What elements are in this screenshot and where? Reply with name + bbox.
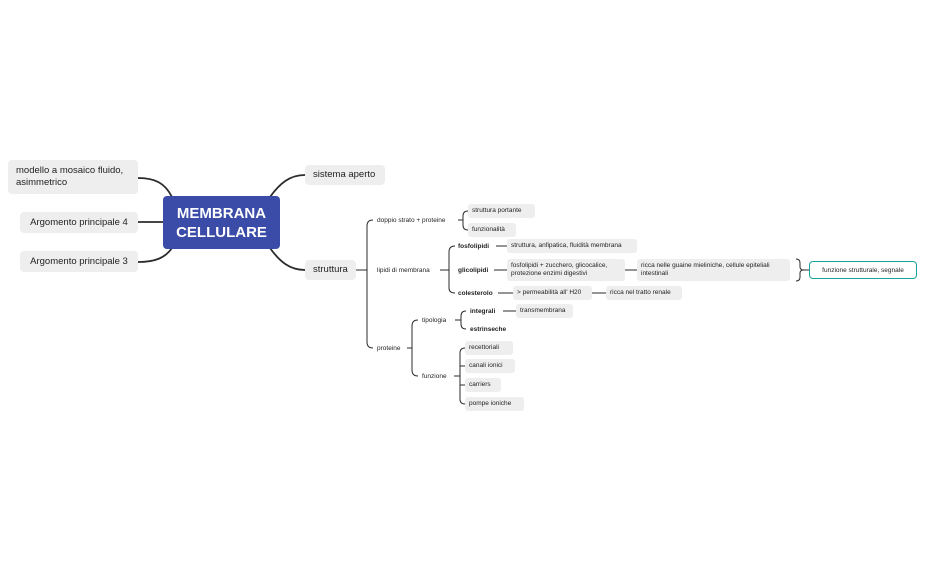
desc-colesterolo[interactable]: > permeabilità all' H20	[513, 286, 592, 300]
link-struttura-bus	[356, 219, 374, 349]
item-canali-ionici[interactable]: canali ionici	[465, 359, 515, 373]
topic-sistema-aperto-label: sistema aperto	[313, 169, 376, 180]
topic-argomento-3-label: Argomento principale 3	[30, 255, 128, 267]
item-carriers-label: carriers	[469, 381, 491, 388]
topic-argomento-4-label: Argomento principale 4	[30, 216, 128, 228]
item-canali-ionici-label: canali ionici	[469, 362, 503, 369]
desc-integrali-label: transmembrana	[520, 307, 566, 314]
item-funzionalita-label: funzionalità	[472, 226, 505, 233]
topic-argomento-3[interactable]: Argomento principale 3	[20, 251, 138, 272]
link-lipidi-bus	[440, 245, 456, 294]
subtopic-doppio-strato-label: doppio strato + proteine	[377, 216, 446, 224]
topic-struttura[interactable]: struttura	[305, 260, 356, 280]
subtopic-proteine[interactable]: proteine	[373, 343, 408, 354]
summary-brace	[795, 258, 805, 282]
link-central-struttura	[269, 247, 306, 271]
item-carriers[interactable]: carriers	[465, 378, 501, 392]
subtopic-proteine-label: proteine	[377, 344, 401, 352]
link-funzione-bus	[454, 347, 466, 405]
item-struttura-portante-label: struttura portante	[472, 207, 522, 214]
item-integrali-label: integrali	[470, 307, 496, 315]
item-fosfolipidi-label: fosfolipidi	[458, 242, 490, 250]
item-estrinseche-label: estrinseche	[470, 325, 507, 333]
subtopic-funzione-label: funzione	[422, 372, 447, 380]
central-topic-label: MEMBRANA CELLULARE	[176, 204, 267, 241]
detail-glicolipidi-label: ricca nelle guaine mieliniche, cellule e…	[641, 262, 770, 277]
item-colesterolo[interactable]: colesterolo	[454, 288, 499, 299]
topic-modello-mosaico[interactable]: modello a mosaico fluido, asimmetrico	[8, 160, 138, 194]
desc-integrali[interactable]: transmembrana	[516, 304, 573, 318]
topic-modello-mosaico-label: modello a mosaico fluido, asimmetrico	[16, 165, 124, 188]
detail-colesterolo[interactable]: ricca nel tratto renale	[606, 286, 682, 300]
item-fosfolipidi[interactable]: fosfolipidi	[454, 241, 497, 252]
detail-colesterolo-label: ricca nel tratto renale	[610, 289, 671, 296]
item-glicolipidi[interactable]: glicolipidi	[454, 265, 495, 276]
item-recettoriali[interactable]: recettoriali	[465, 341, 513, 355]
topic-sistema-aperto[interactable]: sistema aperto	[305, 165, 385, 185]
link-doppio-bus	[458, 210, 469, 231]
link-central-sistema	[269, 174, 306, 198]
central-topic[interactable]: MEMBRANA CELLULARE	[163, 196, 280, 249]
link-central-arg3	[137, 247, 173, 263]
desc-glicolipidi[interactable]: fosfolipidi + zucchero, glicocalice, pro…	[507, 259, 625, 281]
detail-glicolipidi[interactable]: ricca nelle guaine mieliniche, cellule e…	[637, 259, 790, 281]
desc-colesterolo-label: > permeabilità all' H20	[517, 289, 582, 296]
topic-struttura-label: struttura	[313, 264, 348, 275]
subtopic-tipologia[interactable]: tipologia	[418, 315, 456, 326]
item-struttura-portante[interactable]: struttura portante	[468, 204, 535, 218]
item-integrali[interactable]: integrali	[466, 306, 503, 317]
link-tipologia-bus	[455, 310, 467, 330]
summary-funzione-strutturale-label: funzione strutturale, segnale	[822, 266, 904, 274]
item-glicolipidi-label: glicolipidi	[458, 266, 489, 274]
subtopic-lipidi[interactable]: lipidi di membrana	[373, 265, 441, 276]
subtopic-funzione[interactable]: funzione	[418, 371, 455, 382]
subtopic-doppio-strato[interactable]: doppio strato + proteine	[373, 215, 459, 226]
item-estrinseche[interactable]: estrinseche	[466, 324, 516, 335]
item-pompe-ioniche[interactable]: pompe ioniche	[465, 397, 524, 411]
subtopic-tipologia-label: tipologia	[422, 316, 447, 324]
subtopic-lipidi-label: lipidi di membrana	[377, 266, 430, 274]
topic-argomento-4[interactable]: Argomento principale 4	[20, 212, 138, 233]
item-colesterolo-label: colesterolo	[458, 289, 493, 297]
item-pompe-ioniche-label: pompe ioniche	[469, 400, 512, 407]
item-funzionalita[interactable]: funzionalità	[468, 223, 516, 237]
link-central-mosaico	[137, 177, 173, 198]
link-proteine-bus	[407, 319, 419, 377]
desc-fosfolipidi-label: struttura, anfipatica, fluidità membrana	[511, 242, 622, 249]
desc-glicolipidi-label: fosfolipidi + zucchero, glicocalice, pro…	[511, 262, 608, 277]
item-recettoriali-label: recettoriali	[469, 344, 499, 351]
summary-funzione-strutturale[interactable]: funzione strutturale, segnale	[809, 261, 917, 279]
desc-fosfolipidi[interactable]: struttura, anfipatica, fluidità membrana	[507, 239, 637, 253]
